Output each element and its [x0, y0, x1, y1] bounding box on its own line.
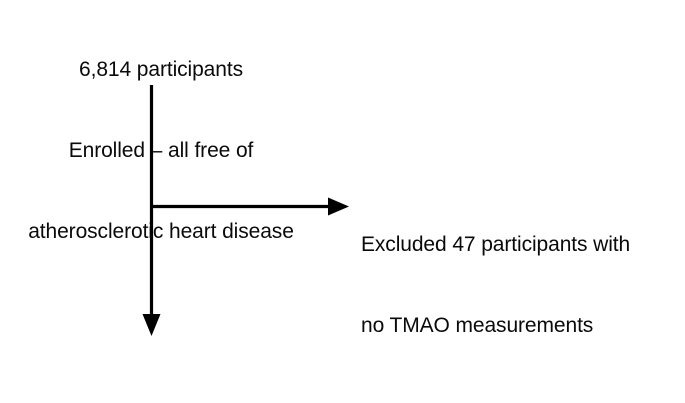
horizontal-exclusion-arrowhead-icon [328, 197, 349, 216]
excluded-node: Excluded 47 participants with no TMAO me… [361, 177, 685, 393]
enrolled-node: 6,814 participants Enrolled – all free o… [0, 2, 322, 299]
included-node: 6,767 participants included in analysis [0, 345, 313, 403]
enrolled-line-3: atherosclerotic heart disease [28, 220, 294, 243]
excluded-line-1: Excluded 47 participants with [361, 233, 631, 256]
enrolled-line-2: Enrolled – all free of [68, 139, 254, 162]
enrolled-line-1: 6,814 participants [79, 58, 243, 81]
vertical-trunk-arrowhead-icon [142, 314, 161, 336]
included-line-1: 6,767 participants [0, 399, 313, 403]
excluded-line-2: no TMAO measurements [361, 314, 594, 337]
